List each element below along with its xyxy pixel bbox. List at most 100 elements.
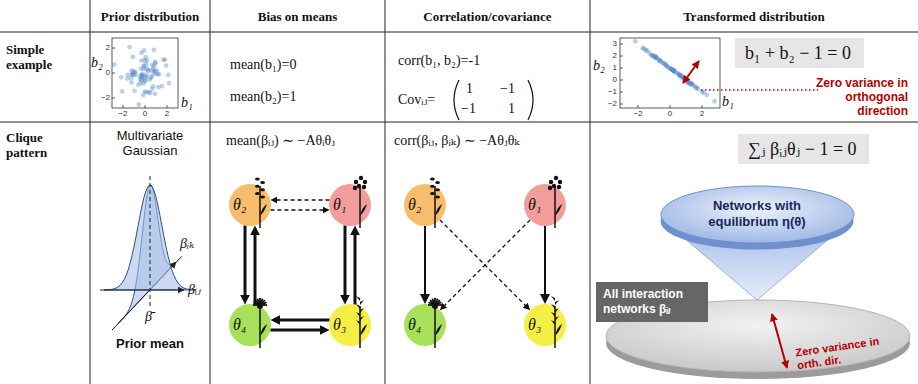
flower-petal: [356, 320, 360, 325]
scatter-dot: [712, 99, 717, 104]
network-space-box: All interaction networks βᵢⱼ: [596, 282, 708, 322]
flower-petal: [558, 180, 562, 184]
formula: corr(b₁, b₂)=-1: [398, 52, 480, 70]
plot-frame: [620, 38, 720, 108]
flower-petal: [362, 185, 366, 189]
gaussian-illustration: [100, 176, 196, 330]
flower-petal: [255, 185, 260, 188]
scatter-dot: [644, 48, 649, 53]
scatter-dot: [132, 69, 137, 74]
scatter-dot: [147, 90, 152, 95]
scatter-dot: [136, 83, 141, 88]
scatter-dot: [162, 57, 167, 62]
scatter-dot: [120, 89, 125, 94]
scatter-dot: [167, 81, 172, 86]
scatter-dot: [690, 82, 695, 87]
interaction-arrow: [544, 226, 546, 296]
axis-label: βᵢₖ: [180, 236, 194, 252]
scatter-dot: [144, 73, 149, 78]
flower-petal: [359, 176, 363, 180]
scatter-dot: [127, 45, 132, 50]
flower-petal: [554, 176, 558, 180]
flower-petal: [260, 196, 265, 199]
species-node: θ₄: [404, 304, 446, 346]
table-rule: [90, 0, 91, 384]
tick-label: −1: [603, 87, 617, 97]
scatter-dot: [119, 75, 124, 80]
flower-petal: [356, 296, 360, 301]
formula: −1: [500, 80, 515, 98]
flower-leaf: [260, 204, 267, 216]
flower-stem: [434, 306, 436, 348]
table-rule: [0, 32, 918, 33]
node-text: θ₂: [408, 196, 421, 214]
node-text: All interaction networks βᵢⱼ: [603, 287, 699, 317]
flower-petal: [363, 180, 367, 184]
tick-mark: [620, 56, 623, 57]
flower-petal: [353, 186, 357, 190]
scatter-dot: [164, 63, 169, 68]
axis-label: b₁: [181, 95, 193, 111]
scatter-dot: [664, 63, 669, 68]
formula: −1: [461, 100, 476, 118]
formula: corr(βᵢⱼ, βᵢₖ) ∼ −Aθⱼθₖ: [394, 132, 519, 150]
annotation: Zero variance in orth. dir.: [795, 334, 890, 373]
species-node: θ₁: [329, 184, 371, 226]
scatter-dot: [149, 68, 154, 73]
flower-stem: [434, 186, 436, 228]
interaction-arrow: [270, 209, 324, 210]
tick-label: 2: [603, 51, 617, 61]
scatter-dot: [668, 67, 673, 72]
flower-leaf: [555, 204, 562, 216]
formula: mean(b₁)=0: [230, 56, 296, 74]
table-rule: [385, 0, 386, 384]
axis-label: b₁: [722, 94, 734, 110]
ellipse-outline: [661, 186, 854, 243]
flower-stem: [359, 186, 361, 228]
flower-petal: [357, 184, 361, 188]
scatter-plot: [112, 38, 178, 108]
flower-petal: [551, 296, 555, 301]
scatter-dot: [129, 76, 134, 81]
scatter-dot: [147, 77, 152, 82]
equation-box: ∑ⱼ βᵢⱼθⱼ − 1 = 0: [738, 134, 869, 164]
caption-text: Multivariate Gaussian: [95, 128, 205, 158]
flower-center: [432, 303, 438, 309]
flower-petal: [430, 178, 435, 181]
scatter-dot: [144, 62, 149, 67]
scatter-dot: [152, 91, 157, 96]
flower-icon: [351, 296, 369, 352]
node-text: θ₄: [408, 316, 421, 334]
scatter-dot: [143, 55, 148, 60]
scatter-dot: [138, 75, 143, 80]
flower-leaf: [435, 324, 442, 336]
flower-petal: [435, 181, 440, 184]
flower-icon: [251, 296, 269, 352]
tick-label: 0: [137, 109, 153, 119]
scatter-dot: [647, 51, 652, 56]
scatter-dot: [696, 87, 701, 92]
tick-mark: [638, 105, 639, 108]
matrix-bracket: [454, 80, 459, 120]
formula: mean(βᵢⱼ) ∼ −Aθᵢθⱼ: [226, 132, 335, 150]
flower-stem: [259, 186, 261, 228]
flower-petal: [548, 186, 552, 190]
equation-box: b₁ + b₂ − 1 = 0: [735, 38, 864, 68]
tick-label: −2: [630, 109, 646, 119]
scatter-dot: [129, 80, 134, 85]
flower-leaf: [435, 204, 442, 216]
flower-petal: [549, 180, 553, 184]
table-rule: [590, 0, 591, 384]
flower-leaf: [260, 324, 267, 336]
species-node: θ₂: [229, 184, 271, 226]
node-text: θ₄: [233, 316, 246, 334]
scatter-dot: [136, 102, 141, 107]
flower-icon: [351, 176, 369, 232]
tick-label: 2: [159, 109, 175, 119]
interaction-arrow: [254, 233, 257, 304]
interaction-arrow: [440, 220, 526, 306]
interaction-arrow: [244, 225, 247, 296]
flower-petal: [557, 185, 561, 189]
